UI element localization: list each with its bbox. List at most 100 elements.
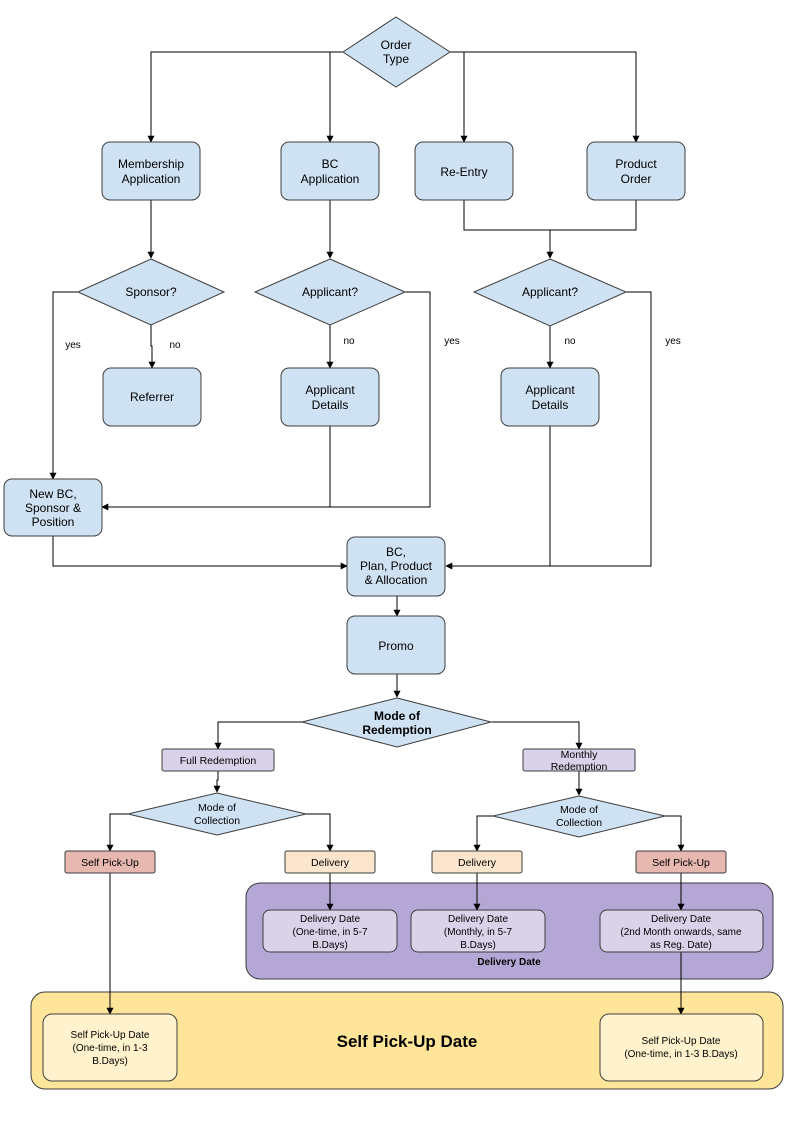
edge-newbc-bcplan bbox=[52, 536, 348, 570]
svg-text:Re-Entry: Re-Entry bbox=[440, 165, 487, 179]
node-order-type: Order Type bbox=[342, 16, 451, 88]
node-promo: Promo bbox=[346, 615, 446, 675]
edges bbox=[49, 51, 685, 1015]
svg-text:Mode of: Mode of bbox=[198, 802, 236, 814]
svg-text:Collection: Collection bbox=[194, 815, 240, 827]
node-new-bc: New BC, Sponsor & Position bbox=[3, 478, 103, 537]
svg-text:Sponsor?: Sponsor? bbox=[125, 285, 177, 299]
node-self-pickup-date-1: Self Pick-Up Date (One-time, in 1-3 B.Da… bbox=[42, 1013, 178, 1082]
node-membership-application: Membership Application bbox=[101, 141, 201, 201]
edge-ordertype-bc bbox=[326, 51, 343, 143]
edge-details1-newbc bbox=[101, 426, 331, 511]
svg-text:Type: Type bbox=[383, 52, 409, 66]
svg-text:(2nd Month onwards, same: (2nd Month onwards, same bbox=[620, 927, 742, 938]
group-delivery-date-label: Delivery Date bbox=[477, 957, 541, 968]
node-applicant-details-2: Applicant Details bbox=[500, 367, 600, 427]
node-applicant-2: Applicant? bbox=[472, 258, 628, 327]
svg-text:Self Pick-Up: Self Pick-Up bbox=[652, 857, 710, 869]
svg-text:Full Redemption: Full Redemption bbox=[180, 755, 257, 767]
svg-text:Position: Position bbox=[32, 515, 75, 529]
edge-ordertype-reentry bbox=[450, 51, 468, 143]
node-applicant-1: Applicant? bbox=[253, 258, 407, 326]
svg-text:Applicant?: Applicant? bbox=[522, 285, 578, 299]
svg-text:Self Pick-Up Date: Self Pick-Up Date bbox=[642, 1036, 721, 1047]
node-sponsor: Sponsor? bbox=[76, 258, 226, 326]
svg-text:Redemption: Redemption bbox=[551, 761, 608, 773]
node-full-redemption: Full Redemption bbox=[161, 748, 275, 772]
svg-text:Mode of: Mode of bbox=[560, 804, 598, 816]
svg-text:(One-time, in 1-3: (One-time, in 1-3 bbox=[72, 1043, 147, 1054]
edge-label-sponsor-yes: yes bbox=[65, 340, 81, 351]
svg-text:Details: Details bbox=[532, 398, 569, 412]
svg-text:Delivery: Delivery bbox=[458, 857, 497, 869]
edge-collection1-delivery bbox=[306, 813, 334, 852]
node-monthly-redemption: Monthly Redemption bbox=[522, 748, 636, 773]
svg-text:Promo: Promo bbox=[378, 639, 414, 653]
node-mode-of-redemption: Mode of Redemption bbox=[301, 697, 493, 748]
node-delivery-1: Delivery bbox=[284, 850, 376, 874]
svg-text:(One-time, in 1-3 B.Days): (One-time, in 1-3 B.Days) bbox=[624, 1049, 737, 1060]
edge-applicant2-yes bbox=[550, 291, 652, 567]
svg-text:Product: Product bbox=[615, 157, 657, 171]
edge-details2-bcplan bbox=[445, 426, 551, 570]
edge-full-collection1 bbox=[213, 771, 221, 793]
svg-text:BC,: BC, bbox=[386, 545, 406, 559]
svg-text:as Reg. Date): as Reg. Date) bbox=[650, 940, 712, 951]
svg-text:B.Days): B.Days) bbox=[312, 940, 348, 951]
svg-text:Sponsor &: Sponsor & bbox=[25, 501, 81, 515]
edge-ordertype-membership bbox=[147, 51, 343, 143]
svg-text:Delivery Date: Delivery Date bbox=[300, 914, 360, 925]
node-delivery-date-2: Delivery Date (Monthly, in 5-7 B.Days) bbox=[410, 909, 546, 953]
node-product-order: Product Order bbox=[586, 141, 686, 201]
svg-text:& Allocation: & Allocation bbox=[365, 573, 428, 587]
node-self-pickup-1: Self Pick-Up bbox=[64, 850, 156, 874]
node-self-pickup-2: Self Pick-Up bbox=[635, 850, 727, 874]
svg-text:Applicant: Applicant bbox=[525, 383, 575, 397]
edge-mode-monthly bbox=[491, 721, 583, 750]
svg-text:Collection: Collection bbox=[556, 817, 602, 829]
edge-label-applicant2-yes: yes bbox=[665, 336, 681, 347]
edge-label-applicant2-no: no bbox=[564, 336, 576, 347]
svg-text:Applicant: Applicant bbox=[305, 383, 355, 397]
edge-label-applicant1-no: no bbox=[343, 336, 355, 347]
svg-text:New BC,: New BC, bbox=[29, 487, 76, 501]
edge-applicant1-yes bbox=[330, 291, 431, 508]
svg-text:Application: Application bbox=[301, 172, 360, 186]
svg-text:Self Pick-Up: Self Pick-Up bbox=[81, 857, 139, 869]
group-self-pickup-date-label: Self Pick-Up Date bbox=[337, 1032, 478, 1051]
svg-text:Applicant?: Applicant? bbox=[302, 285, 358, 299]
svg-text:B.Days): B.Days) bbox=[460, 940, 496, 951]
svg-text:Delivery Date: Delivery Date bbox=[448, 914, 508, 925]
node-applicant-details-1: Applicant Details bbox=[280, 367, 380, 427]
svg-text:(Monthly, in 5-7: (Monthly, in 5-7 bbox=[444, 927, 513, 938]
edge-label-sponsor-no: no bbox=[169, 340, 181, 351]
group-self-pickup-date: Self Pick-Up Date bbox=[30, 991, 784, 1090]
edge-sponsor-referrer bbox=[148, 325, 156, 369]
node-delivery-date-3: Delivery Date (2nd Month onwards, same a… bbox=[599, 909, 764, 953]
svg-text:Application: Application bbox=[122, 172, 181, 186]
svg-text:BC: BC bbox=[322, 157, 339, 171]
svg-text:Monthly: Monthly bbox=[561, 749, 599, 761]
node-re-entry: Re-Entry bbox=[414, 141, 514, 201]
svg-text:B.Days): B.Days) bbox=[92, 1056, 128, 1067]
edge-reentry-product-join bbox=[463, 200, 637, 231]
edge-label-applicant1-yes: yes bbox=[444, 336, 460, 347]
node-bc-plan: BC, Plan, Product & Allocation bbox=[346, 536, 446, 597]
edge-sponsor-newbc bbox=[49, 291, 78, 480]
edge-collection1-selfpickup bbox=[106, 813, 128, 852]
svg-text:Order: Order bbox=[621, 172, 652, 186]
svg-text:Details: Details bbox=[312, 398, 349, 412]
svg-text:Delivery: Delivery bbox=[311, 857, 350, 869]
edge-collection2-delivery bbox=[473, 815, 493, 852]
node-mode-of-collection-2: Mode of Collection bbox=[492, 795, 666, 838]
edge-ordertype-product bbox=[450, 51, 640, 143]
edge-labels: yes no no yes no yes bbox=[65, 336, 681, 351]
svg-text:Plan, Product: Plan, Product bbox=[360, 559, 433, 573]
nodes: Order Type Membership Application BC App… bbox=[3, 16, 764, 1082]
edge-mode-full bbox=[214, 721, 302, 750]
edge-collection2-selfpickup bbox=[665, 815, 685, 852]
svg-text:Membership: Membership bbox=[118, 157, 184, 171]
node-self-pickup-date-2: Self Pick-Up Date (One-time, in 1-3 B.Da… bbox=[599, 1013, 764, 1082]
node-delivery-2: Delivery bbox=[431, 850, 523, 874]
